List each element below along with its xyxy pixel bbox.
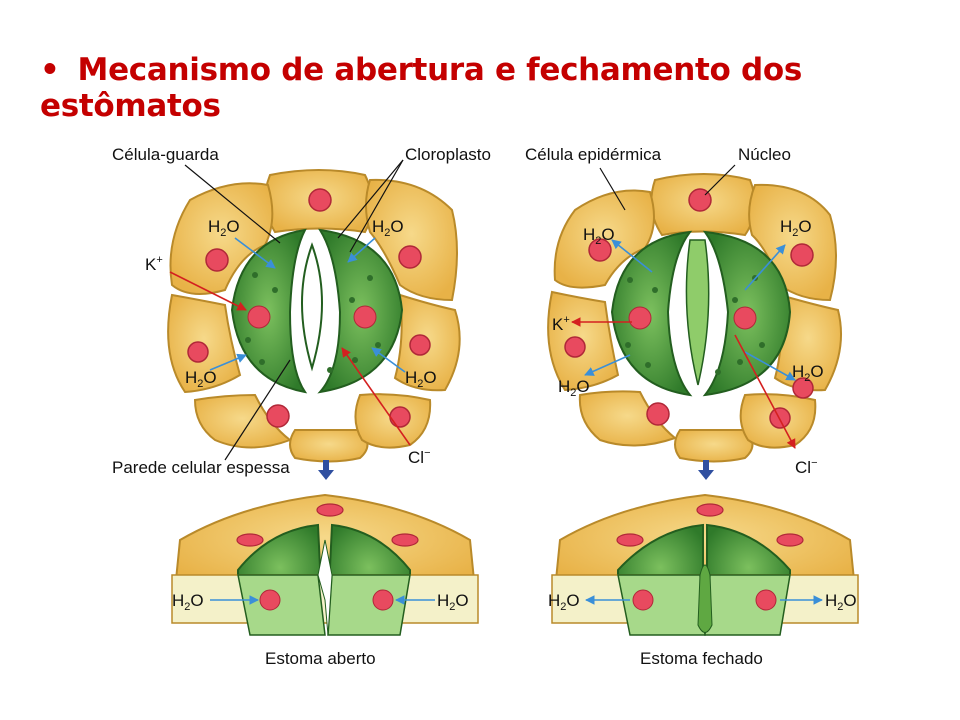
label-water: H2O: [548, 591, 580, 613]
label-nucleus: Núcleo: [738, 145, 791, 164]
label-thick-wall: Parede celular espessa: [112, 458, 290, 477]
label-water: H2O: [172, 591, 204, 613]
label-potassium: K+: [145, 254, 163, 274]
epidermal-cells: [167, 169, 461, 463]
closed-stoma-3d: [551, 493, 859, 636]
guard-cells-open: [230, 228, 404, 394]
water-arrows-open: [209, 237, 406, 373]
label-water: H2O: [372, 217, 404, 239]
label-water: H2O: [437, 591, 469, 613]
ion-arrows-closed: [571, 317, 796, 449]
down-arrow-icons: [318, 460, 714, 480]
label-water: H2O: [208, 217, 240, 239]
label-epidermal-cell: Célula epidérmica: [525, 145, 662, 164]
label-water: H2O: [185, 368, 217, 390]
guard-cells-closed: [610, 230, 792, 397]
open-stoma-top-view: [167, 159, 461, 463]
ion-arrows-open: [169, 271, 411, 446]
down-arrow-icon: [318, 460, 334, 480]
label-water: H2O: [792, 362, 824, 384]
label-open-stoma: Estoma aberto: [265, 649, 376, 668]
nuclei-right: [564, 188, 814, 429]
label-chloroplast: Cloroplasto: [405, 145, 491, 164]
open-stoma-3d: [171, 493, 479, 636]
down-arrow-icon: [698, 460, 714, 480]
slide-title: •Mecanismo de abertura e fechamento dos …: [40, 52, 960, 124]
nuclei: [187, 188, 431, 428]
label-chloride: Cl−: [795, 457, 818, 477]
water-arrows-closed: [584, 239, 796, 381]
label-water: H2O: [780, 217, 812, 239]
title-text: Mecanismo de abertura e fechamento dos e…: [40, 52, 803, 124]
bullet-icon: •: [40, 52, 60, 88]
label-water: H2O: [583, 225, 615, 247]
label-water: H2O: [405, 368, 437, 390]
label-guard-cell: Célula-guarda: [112, 145, 219, 164]
labels: Célula-guarda Cloroplasto Célula epidérm…: [112, 145, 857, 668]
label-potassium: K+: [552, 314, 570, 334]
leader-lines-left: [184, 159, 404, 461]
label-water: H2O: [558, 377, 590, 399]
closed-stoma-top-view: [547, 164, 843, 463]
label-water: H2O: [825, 591, 857, 613]
label-closed-stoma: Estoma fechado: [640, 649, 763, 668]
leader-lines-right: [599, 164, 736, 211]
label-chloride: Cl−: [408, 447, 431, 467]
